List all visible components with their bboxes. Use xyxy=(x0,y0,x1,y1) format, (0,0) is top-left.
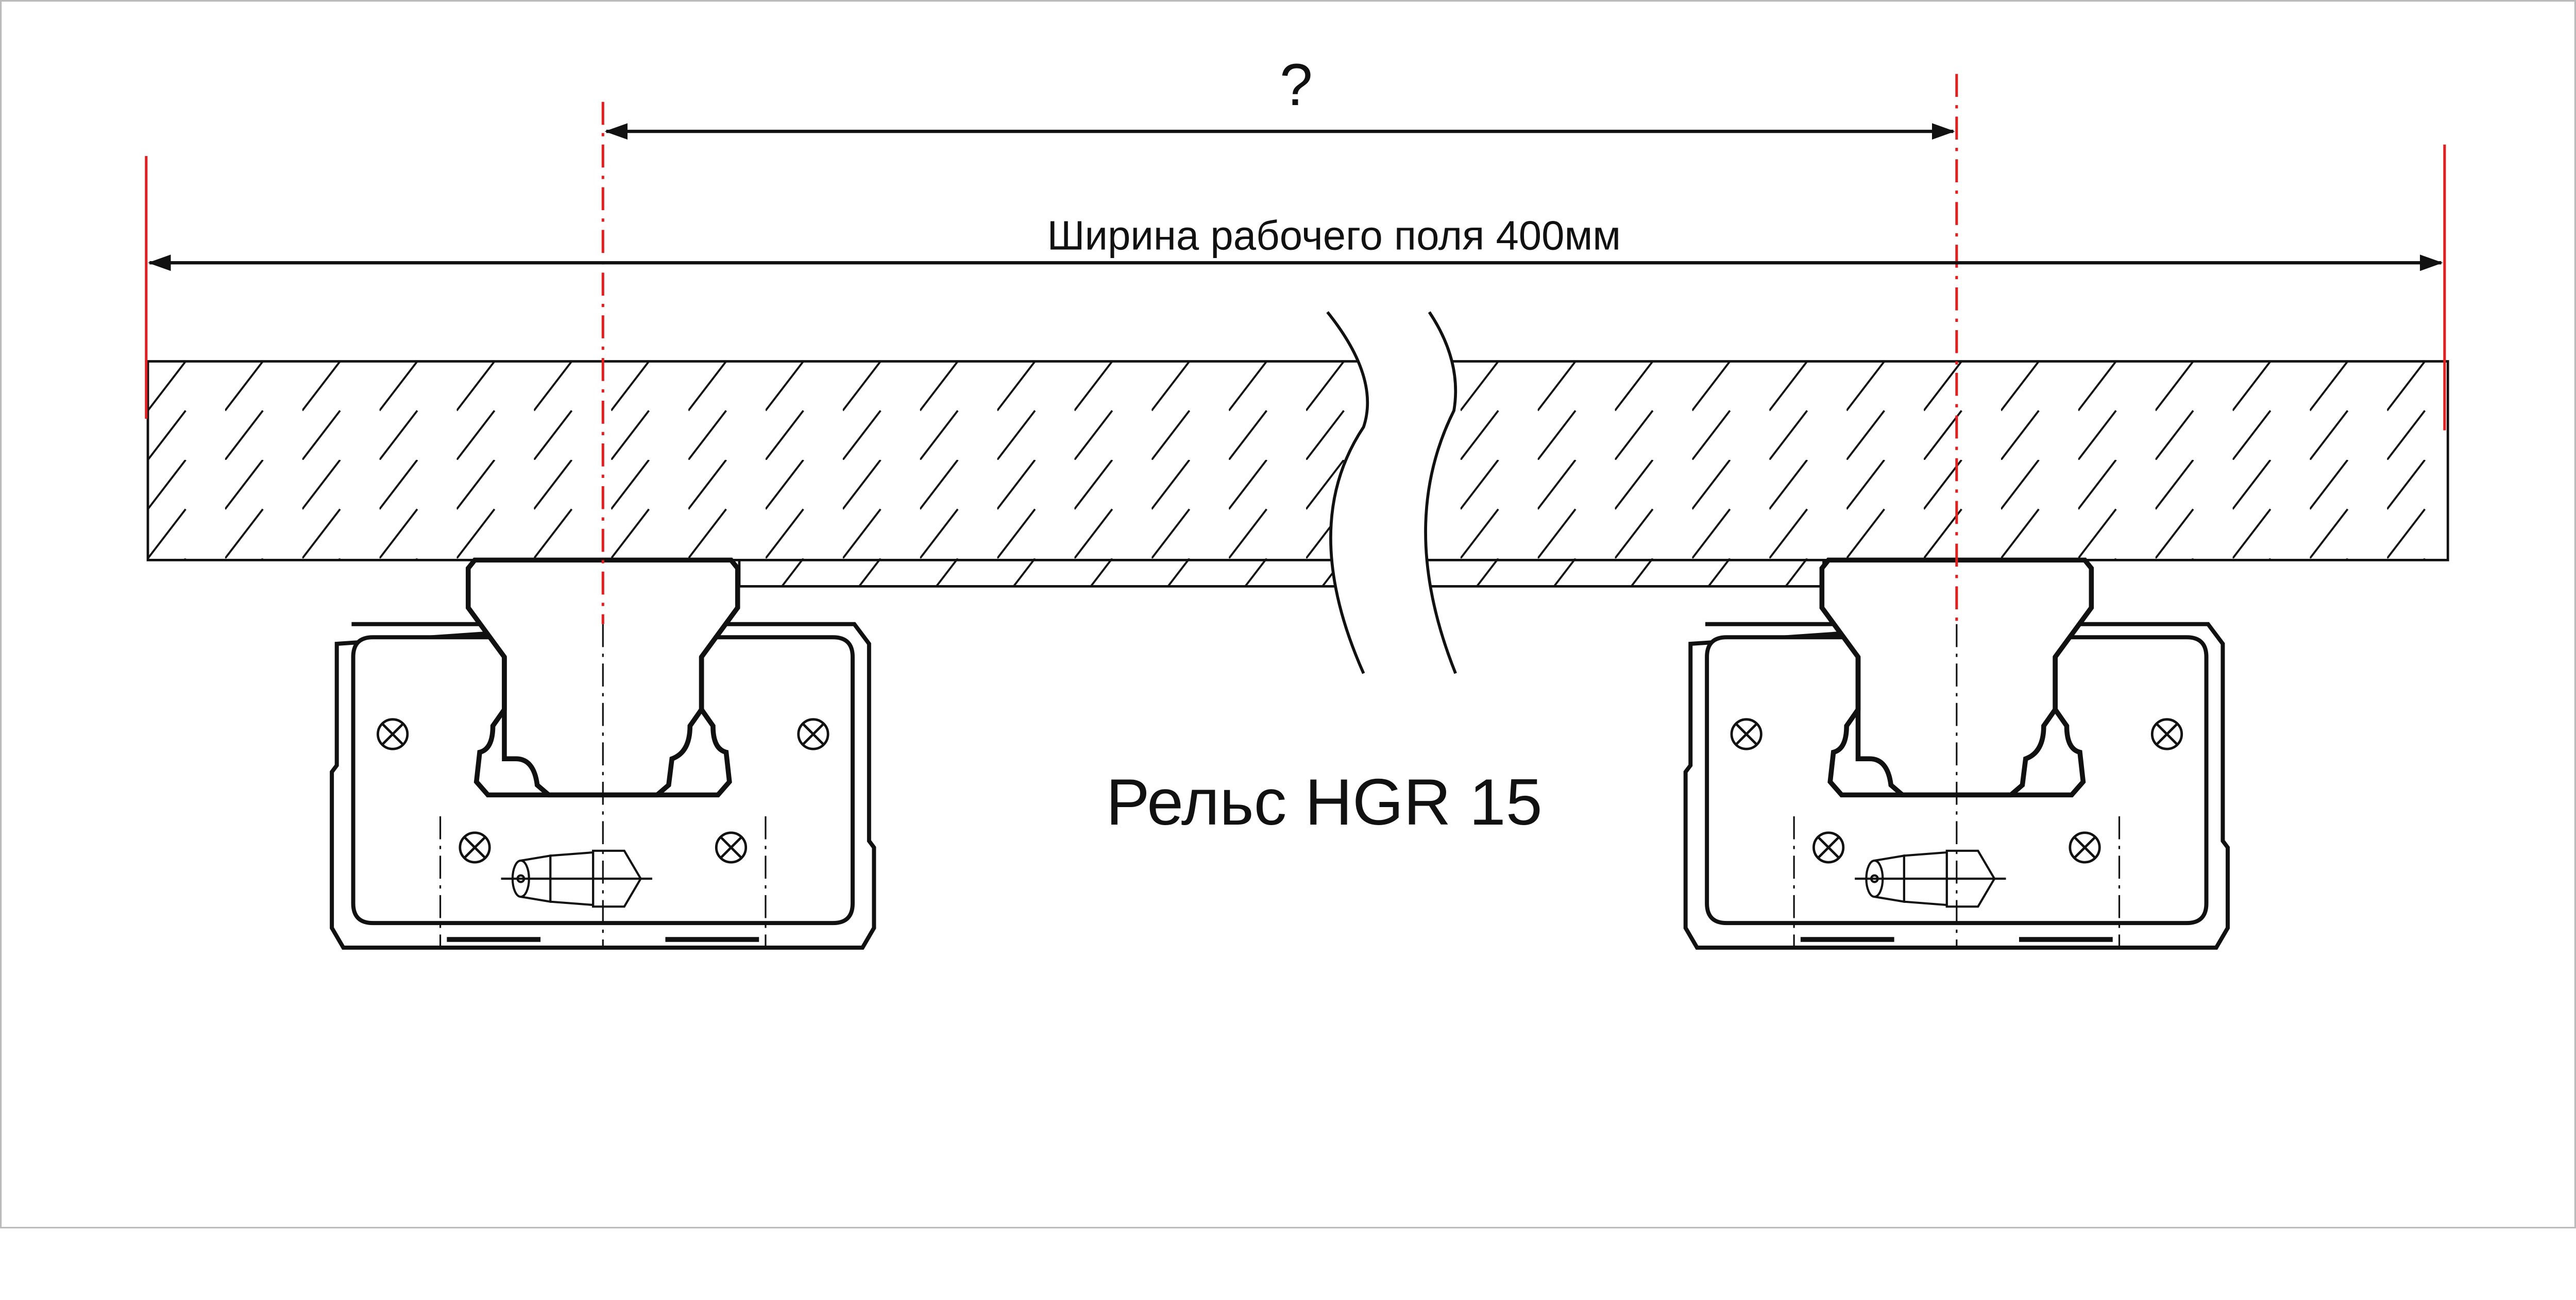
frame xyxy=(0,0,2576,1229)
axis-lines xyxy=(145,74,2446,624)
work-table-section xyxy=(146,311,2449,674)
working-width-label: Ширина рабочего поля 400мм xyxy=(1047,213,1621,259)
linear-rail-diagram: ? Ширина рабочего поля 400мм Рельс HGR 1… xyxy=(0,0,2576,1229)
rail-label: Рельс HGR 15 xyxy=(1106,766,1543,839)
unknown-distance-label: ? xyxy=(1280,52,1313,118)
